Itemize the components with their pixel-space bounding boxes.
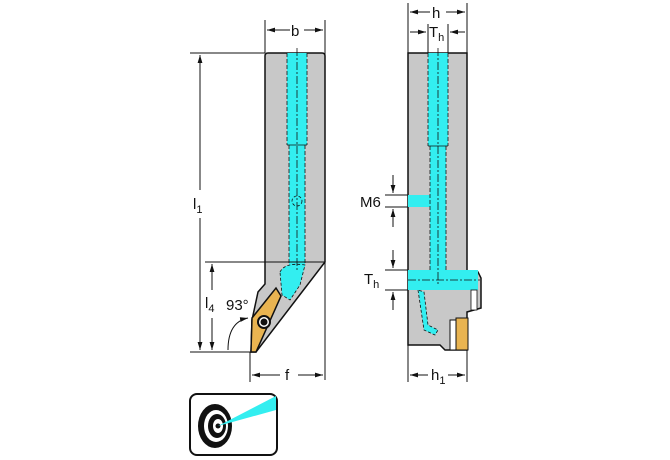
dim-b-label: b [291, 23, 299, 40]
dim-h-label: h [432, 5, 440, 22]
m6-label: M6 [360, 194, 381, 211]
screw-hole-icon [291, 195, 303, 207]
angle-label: 93° [226, 297, 249, 314]
cutting-insert-front [455, 317, 469, 351]
front-view: h Th M6 Th h1 [360, 3, 482, 387]
side-view: b l1 l4 93° f [190, 20, 326, 384]
dim-h1-label: h1 [431, 367, 445, 387]
dim-f-label: f [285, 367, 290, 384]
target-with-coolant-jet-icon [189, 393, 278, 456]
dim-l4-label: l4 [205, 295, 214, 315]
m6-port [408, 195, 430, 207]
dim-l1-label: l1 [193, 196, 202, 216]
coolant-channel [287, 53, 307, 145]
dim-th-label: Th [429, 24, 444, 44]
dim-th2-label: Th [364, 271, 379, 291]
coolant-channel-front [428, 53, 448, 146]
